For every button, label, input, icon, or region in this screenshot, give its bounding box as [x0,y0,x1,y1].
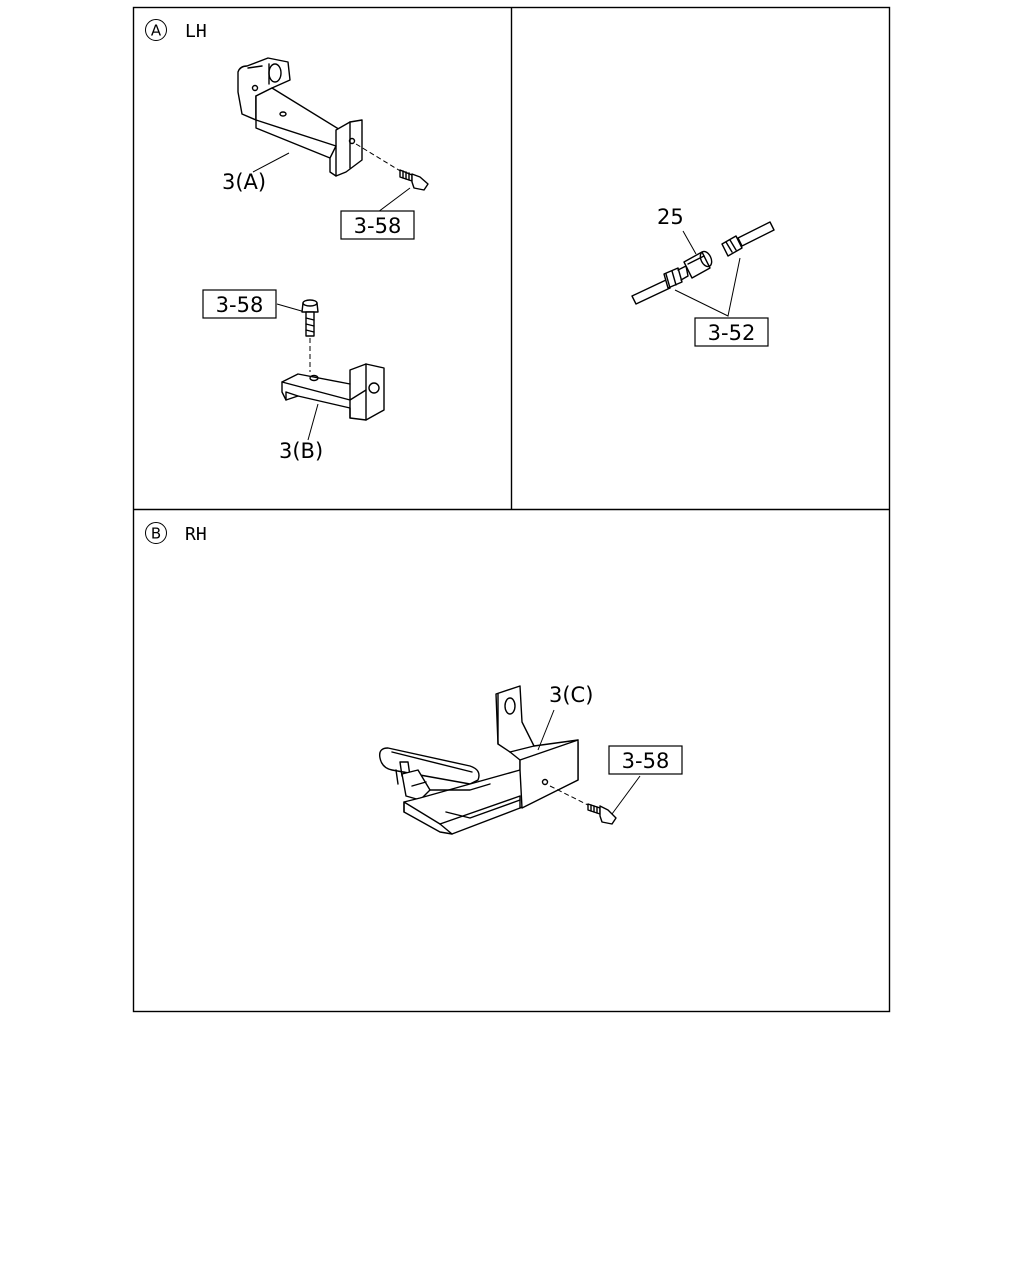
bracket-3a-drawing [237,57,429,191]
label-3-58-a: 3-58 [354,214,402,238]
bracket-3b-drawing [281,299,385,421]
label-3b: 3(B) [279,439,323,463]
leader-3-58-b [276,303,306,313]
panel-a-letter: A [151,22,162,40]
label-3-58-b-box [202,289,277,319]
label-3-52: 3-52 [708,321,756,345]
label-3a: 3(A) [222,170,266,194]
label-3-58-c-box [608,745,683,775]
label-3-58-c: 3-58 [622,749,670,773]
label-3c: 3(C) [549,683,593,707]
leader-3-52 [674,257,741,317]
label-25: 25 [657,205,684,229]
panel-b-header: B RH [145,522,207,545]
leader-3-58-c [611,775,641,815]
leader-25 [682,230,697,255]
leader-3a [252,152,290,173]
label-3-58-a-box [340,210,415,240]
pipe-union-drawing [631,221,775,305]
bracket-3c-drawing [378,685,617,835]
panel-b-marker-circle [145,522,167,544]
leader-3-58-a [377,187,411,213]
label-3-52-box [694,317,769,347]
leader-3b [307,403,319,441]
label-3-58-b: 3-58 [216,293,264,317]
panel-a-header: A LH [145,19,207,42]
diagram-frame [132,6,891,1013]
leader-3c [537,709,555,751]
panel-b-title: RH [185,524,207,545]
panel-b-letter: B [151,525,161,543]
panel-a-title: LH [185,21,207,42]
panel-a-marker-circle [145,19,167,41]
